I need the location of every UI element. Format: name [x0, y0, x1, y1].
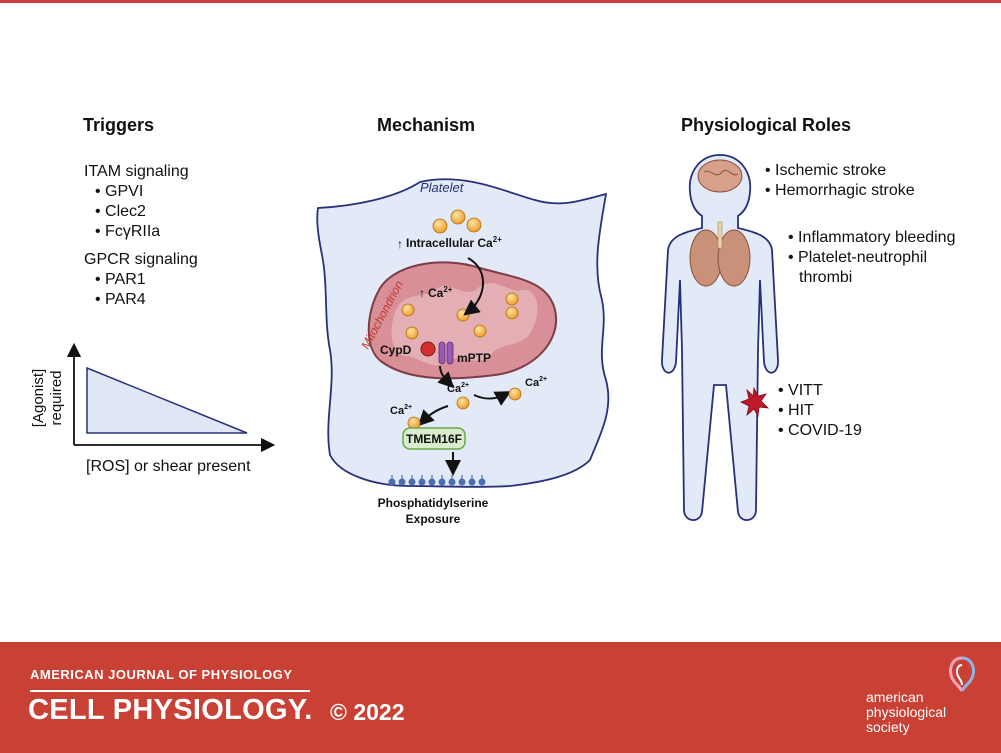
gpcr-title: GPCR signaling	[84, 251, 198, 268]
mptp-label: mPTP	[457, 351, 491, 365]
calcium-ion	[450, 209, 466, 225]
calcium-ion	[456, 396, 470, 410]
roles-heading: Physiological Roles	[681, 115, 852, 135]
up-arrow-icon: ↑	[397, 237, 403, 251]
ps-label-line2: Exposure	[406, 512, 461, 526]
list-item: PAR4	[95, 290, 198, 310]
calcium-ion	[466, 217, 482, 233]
intracellular-ca-label: Intracellular Ca2+	[406, 235, 502, 250]
uptake-arrow	[463, 257, 484, 316]
journal-name: AMERICAN JOURNAL OF PHYSIOLOGY	[30, 667, 293, 682]
footer-divider	[30, 690, 310, 692]
list-item: Ischemic stroke	[765, 161, 915, 181]
thrombus-starburst-icon	[740, 386, 770, 418]
platelet-label: Platelet	[420, 180, 465, 195]
mptp-pore	[438, 341, 446, 365]
calcium-ion	[473, 324, 487, 338]
list-item: VITT	[778, 381, 862, 401]
release-arrow	[437, 365, 455, 389]
mptp-pore	[446, 341, 454, 365]
body-outline	[661, 154, 779, 521]
roles-lungs-list: Inflammatory bleeding Platelet-neutrophi…	[788, 228, 955, 288]
list-item: Platelet-neutrophil	[788, 248, 955, 268]
list-item: HIT	[778, 401, 862, 421]
right-lung-icon	[717, 229, 751, 287]
calcium-ion	[405, 326, 419, 340]
cypd-label: CypD	[380, 343, 412, 357]
itam-title: ITAM signaling	[84, 163, 189, 180]
triggers-heading: Triggers	[83, 115, 155, 135]
y-label-line2: required	[48, 370, 65, 425]
agonist-graph: [Agonist] required [ROS] or shear presen…	[30, 342, 276, 475]
calcium-ion	[456, 308, 470, 322]
phosphatidylserine-row	[388, 475, 486, 486]
society-name: american physiological society	[866, 689, 947, 735]
y-label-line1: [Agonist]	[30, 369, 47, 427]
journal-footer	[0, 642, 1001, 753]
list-item: Hemorrhagic stroke	[765, 181, 915, 201]
ps-label-line1: Phosphatidylserine	[378, 496, 489, 510]
cypd-marker	[420, 341, 436, 357]
trachea-icon	[717, 221, 723, 249]
activate-arrow	[417, 405, 449, 427]
roles-head-list: Ischemic stroke Hemorrhagic stroke	[765, 161, 915, 201]
journal-title: CELL PHYSIOLOGY.	[28, 694, 313, 726]
list-item: Inflammatory bleeding	[788, 228, 955, 248]
ca-right-label: Ca2+	[525, 376, 547, 389]
calcium-ion	[401, 303, 415, 317]
calcium-ion	[505, 306, 519, 320]
mito-ca-label: Ca2+	[428, 285, 453, 300]
top-rule	[0, 0, 1001, 3]
x-label: [ROS] or shear present	[86, 458, 251, 475]
triggers-list: ITAM signaling GPVI Clec2 FcγRIIa GPCR s…	[84, 162, 198, 310]
brain-icon	[697, 159, 743, 193]
ca-released-label: Ca2+	[447, 382, 469, 395]
list-item: Clec2	[95, 202, 198, 222]
calcium-ion	[432, 218, 448, 234]
left-lung-icon	[689, 229, 723, 287]
agonist-triangle	[86, 366, 248, 434]
list-item-continuation: thrombi	[799, 269, 853, 286]
tmem16f-label: TMEM16F	[406, 432, 462, 446]
calcium-ion	[505, 292, 519, 306]
list-item: GPVI	[95, 182, 198, 202]
mechanism-diagram: Platelet ↑ Intracellular Ca2+ Mitochondr…	[316, 178, 610, 526]
list-item: FcγRIIa	[95, 222, 198, 242]
ca-left-label: Ca2+	[390, 404, 412, 417]
mechanism-heading: Mechanism	[377, 115, 476, 135]
tmem16f-box	[402, 427, 466, 450]
list-item: PAR1	[95, 270, 198, 290]
human-body	[661, 154, 779, 521]
list-item: COVID-19	[778, 421, 862, 441]
up-arrow-icon: ↑	[419, 286, 425, 300]
calcium-ion	[508, 387, 522, 401]
copyright-year: © 2022	[330, 699, 405, 725]
aps-logo-icon	[949, 656, 975, 692]
calcium-ion	[407, 416, 421, 430]
roles-leg-list: VITT HIT COVID-19	[778, 381, 862, 441]
diffuse-arrow	[473, 391, 512, 406]
